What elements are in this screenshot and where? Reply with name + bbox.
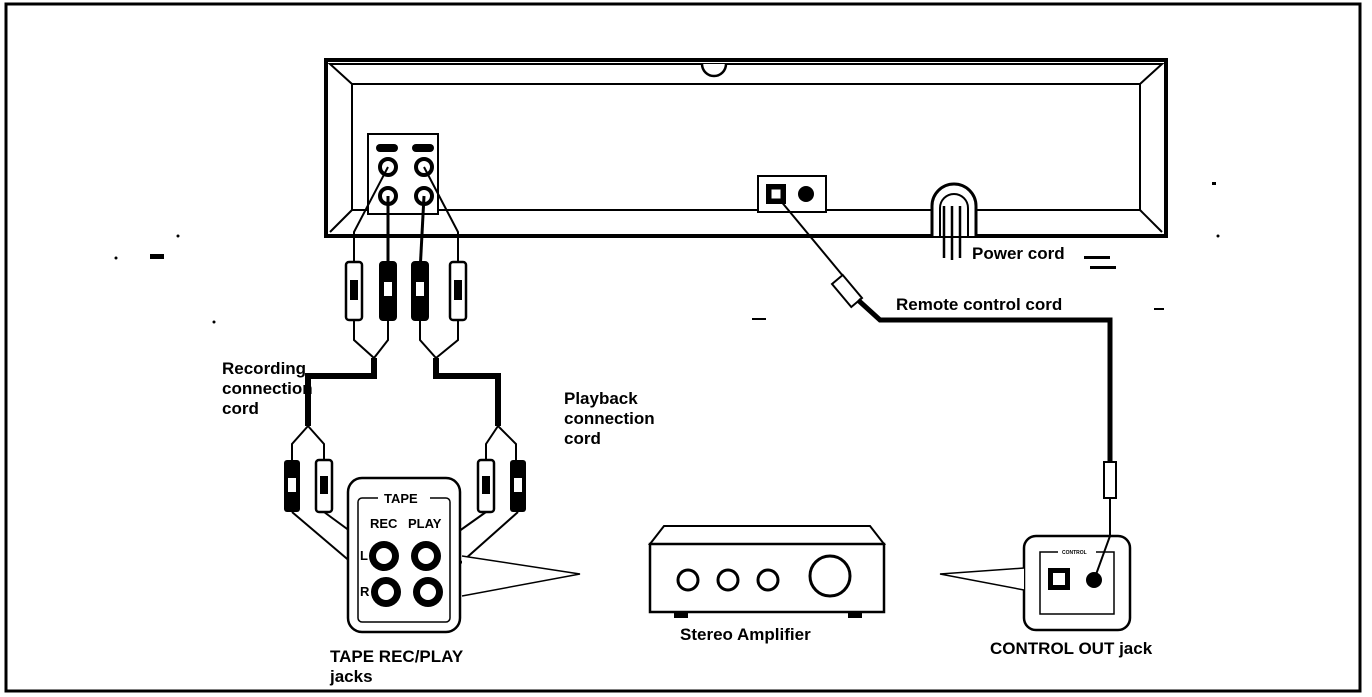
label-channel-r: R: [360, 584, 370, 599]
label-control-out-jack: CONTROL OUT jack: [990, 639, 1153, 658]
label-recording-cord-line2: connection: [222, 379, 313, 398]
connection-cords: [291, 320, 517, 462]
label-tape-jacks-line1: TAPE REC/PLAY: [330, 647, 464, 666]
control-out-panel: [939, 534, 1132, 632]
label-recording-cord-line1: Recording: [222, 359, 306, 378]
tape-jack-panel: [346, 476, 581, 634]
deck-cables: [353, 166, 459, 273]
label-playback-cord-line1: Playback: [564, 389, 638, 408]
label-power-cord: Power cord: [972, 244, 1065, 263]
deck-rca-plugs: [344, 260, 468, 322]
label-rec: REC: [370, 516, 398, 531]
label-tape: TAPE: [384, 491, 418, 506]
deck-rear-panel: [324, 58, 1168, 238]
label-remote-control-cord: Remote control cord: [896, 295, 1062, 314]
stereo-amplifier: [647, 525, 887, 618]
label-play: PLAY: [408, 516, 442, 531]
label-recording-cord-line3: cord: [222, 399, 259, 418]
label-playback-cord-line2: connection: [564, 409, 655, 428]
diagram-frame: [4, 2, 1362, 693]
tape-rca-plugs: [284, 458, 526, 514]
remote-control-cord: [779, 199, 1117, 581]
label-channel-l: L: [360, 548, 368, 563]
power-cord: [930, 182, 978, 260]
label-playback-cord-line3: cord: [564, 429, 601, 448]
label-tape-jacks-line2: jacks: [329, 667, 373, 686]
label-stereo-amplifier: Stereo Amplifier: [680, 625, 811, 644]
scan-specks: [114, 182, 1220, 324]
deck-remote-jack: [757, 175, 827, 213]
label-control-small: CONTROL: [1062, 550, 1087, 556]
